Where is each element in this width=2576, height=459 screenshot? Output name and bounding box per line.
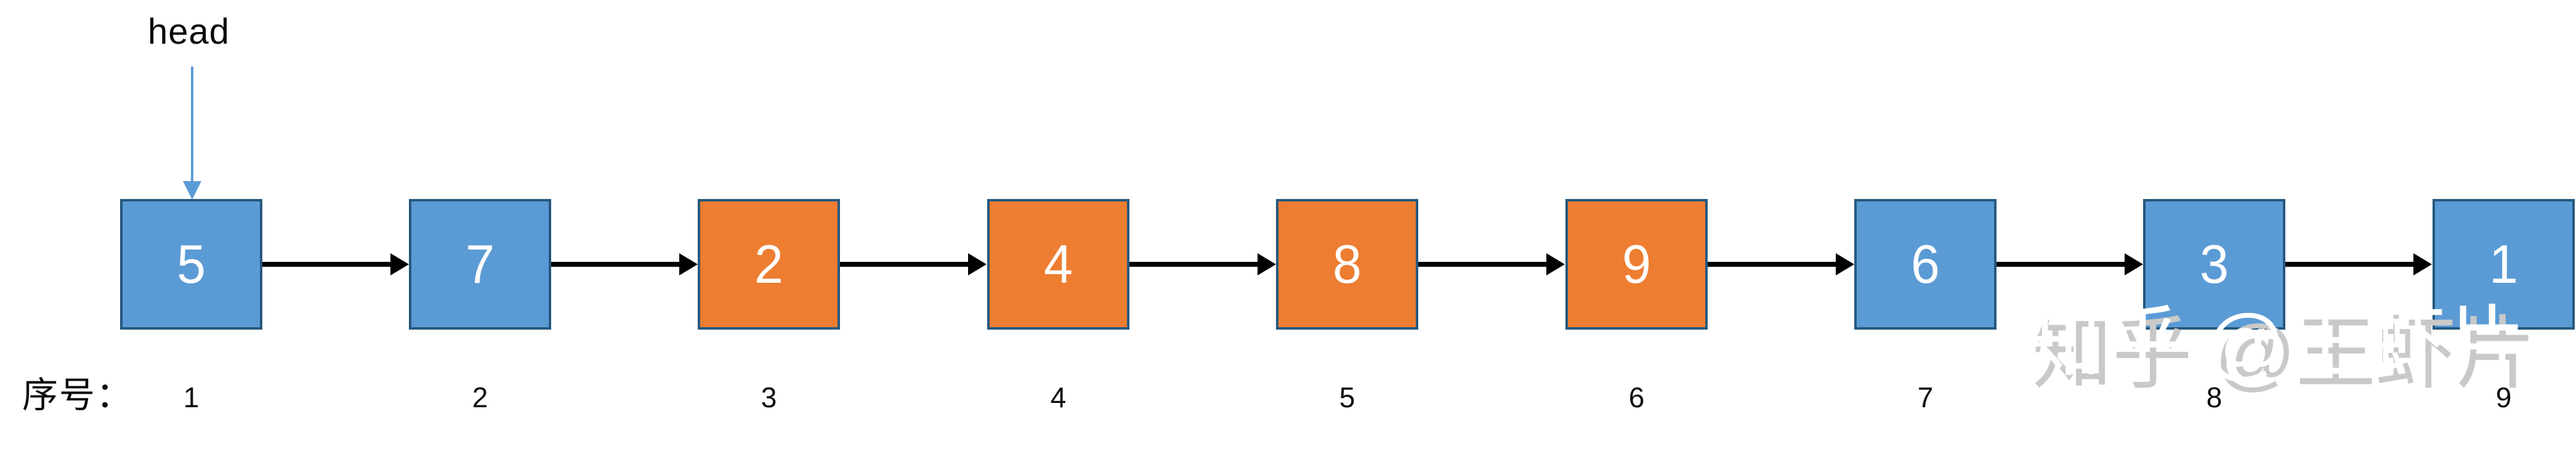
node-value: 4 <box>1043 234 1073 294</box>
next-pointer-arrow-icon <box>1129 253 1276 275</box>
head-pointer-arrow-icon <box>183 67 201 200</box>
head-pointer-label: head <box>148 12 230 52</box>
next-pointer-arrow-icon <box>1997 253 2143 275</box>
node-value: 3 <box>2199 234 2229 294</box>
list-node-9: 1 <box>2433 199 2575 330</box>
list-node-6: 9 <box>1565 199 1708 330</box>
node-value: 7 <box>465 234 495 294</box>
list-node-7: 6 <box>1854 199 1997 330</box>
sequence-number-6: 6 <box>1628 381 1645 413</box>
node-value: 6 <box>1910 234 1940 294</box>
list-node-1: 5 <box>120 199 262 330</box>
list-node-3: 2 <box>698 199 840 330</box>
node-value: 2 <box>754 234 783 294</box>
sequence-number-3: 3 <box>761 381 777 413</box>
next-pointer-arrow-icon <box>2285 253 2432 275</box>
next-pointer-arrow-icon <box>262 253 409 275</box>
next-pointer-arrow-icon <box>1708 253 1854 275</box>
sequence-number-1: 1 <box>183 381 200 413</box>
list-node-5: 8 <box>1276 199 1418 330</box>
sequence-row-label: 序号： <box>22 375 134 415</box>
list-node-2: 7 <box>409 199 551 330</box>
node-value: 5 <box>176 234 206 294</box>
node-value: 1 <box>2489 234 2518 294</box>
next-pointer-arrow-icon <box>1418 253 1565 275</box>
next-pointer-arrow-icon <box>551 253 698 275</box>
sequence-number-8: 8 <box>2206 381 2223 413</box>
list-node-4: 4 <box>987 199 1129 330</box>
sequence-number-9: 9 <box>2495 381 2512 413</box>
sequence-number-5: 5 <box>1339 381 1355 413</box>
list-node-8: 3 <box>2143 199 2285 330</box>
node-value: 9 <box>1621 234 1651 294</box>
next-pointer-arrow-icon <box>840 253 987 275</box>
node-value: 8 <box>1332 234 1362 294</box>
sequence-number-7: 7 <box>1917 381 1934 413</box>
sequence-number-4: 4 <box>1050 381 1067 413</box>
sequence-number-2: 2 <box>472 381 488 413</box>
